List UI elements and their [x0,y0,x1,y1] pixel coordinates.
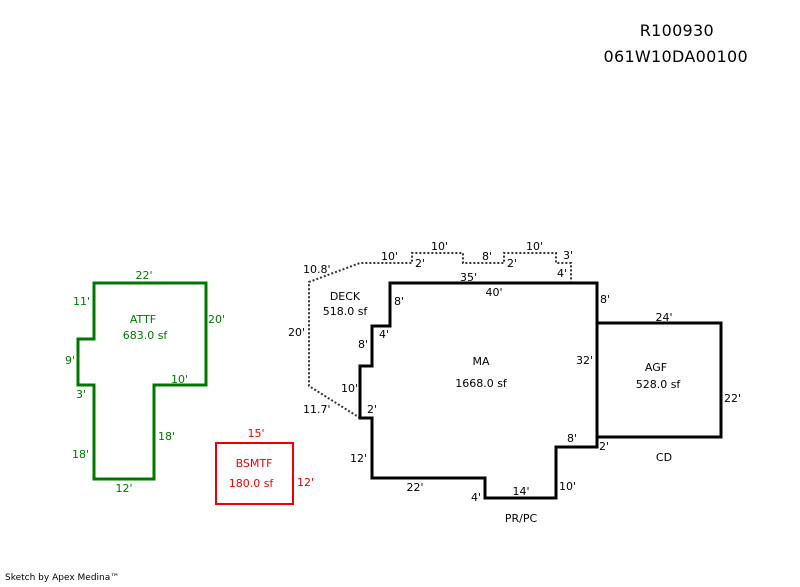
ma-dim-left-lower: 12' [350,452,367,465]
ma-label: MA [472,355,489,368]
ma-dim-bottom-left: 22' [406,481,423,494]
bsmtf-dim-top: 15' [247,427,264,440]
bsmtf-dim-right: 12' [297,476,314,489]
ma-dim-step-top: 4' [379,328,389,341]
attf-dim-step: 10' [171,373,188,386]
agf-dim-right: 22' [724,392,741,405]
ma-dim-right-top: 8' [600,293,610,306]
deck-area: 518.0 sf [323,305,369,318]
deck-dim-top-2: 10' [431,240,448,253]
area-bsmtf: BSMTF 180.0 sf 15' 12' [215,427,314,505]
bsmtf-outline [215,442,294,505]
ma-dim-left-upper: 8' [358,338,368,351]
deck-dim-step-4: 4' [557,267,567,280]
ma-dim-left-mid: 10' [341,382,358,395]
deck-dim-step-3: 3' [563,249,573,262]
attf-dim-notch-bottom: 3' [76,388,86,401]
ma-dim-step-left: 2' [367,403,377,416]
agf-dim-top: 24' [655,311,672,324]
attf-dim-notch: 9' [65,354,75,367]
deck-dim-base: 35' [460,271,477,284]
ma-area: 1668.0 sf [455,377,508,390]
ma-dim-top-left: 8' [394,295,404,308]
deck-dim-left: 20' [288,326,305,339]
deck-dim-step-2: 2' [507,257,517,270]
attf-label: ATTF [130,313,156,326]
attf-dim-left-lower: 18' [72,448,89,461]
ma-dim-step-bottom: 4' [471,491,481,504]
ma-dim-top: 40' [485,286,502,299]
attf-area: 683.0 sf [123,329,169,342]
account-id: 061W10DA00100 [603,47,748,66]
agf-area: 528.0 sf [636,378,682,391]
deck-outline [308,252,572,419]
area-agf: AGF 528.0 sf 24' 22' 2' [597,311,741,453]
cd-label: CD [656,451,672,464]
bsmtf-label: BSMTF [236,457,273,470]
attf-dim-bottom: 12' [115,482,132,495]
deck-dim-step-1: 2' [415,257,425,270]
attf-dim-right: 20' [208,313,225,326]
area-deck: DECK 518.0 sf 10.8' 10' 2' 10' 8' 2' 10'… [288,240,573,419]
pr-pc-label: PR/PC [505,512,538,525]
parcel-id: R100930 [639,21,714,40]
deck-label: DECK [330,290,361,303]
deck-dim-diag-top: 10.8' [303,263,331,276]
attf-dim-top: 22' [135,269,152,282]
attf-outline [76,281,208,481]
footer-credit: Sketch by Apex Medina™ [5,573,120,583]
deck-dim-top-3: 8' [482,250,492,263]
deck-dim-diag-bottom: 11.7' [303,403,331,416]
agf-label: AGF [645,361,667,374]
deck-dim-top-4: 10' [526,240,543,253]
agf-dim-step: 2' [599,440,609,453]
area-attf: ATTF 683.0 sf 22' 20' 10' 18' 12' 18' 3'… [65,269,225,495]
ma-dim-right-lower: 10' [559,480,576,493]
deck-dim-top-1: 10' [381,250,398,263]
agf-outline [597,321,723,439]
ma-outline [358,281,599,500]
bsmtf-area: 180.0 sf [229,477,275,490]
ma-dim-step-right: 8' [567,432,577,445]
ma-dim-right: 32' [576,354,593,367]
attf-dim-left-upper: 11' [73,295,90,308]
area-ma: MA 1668.0 sf 40' 8' 32' 8' 10' 14' 4' 22… [341,281,610,504]
attf-dim-right-lower: 18' [158,430,175,443]
ma-dim-bottom: 14' [512,485,529,498]
